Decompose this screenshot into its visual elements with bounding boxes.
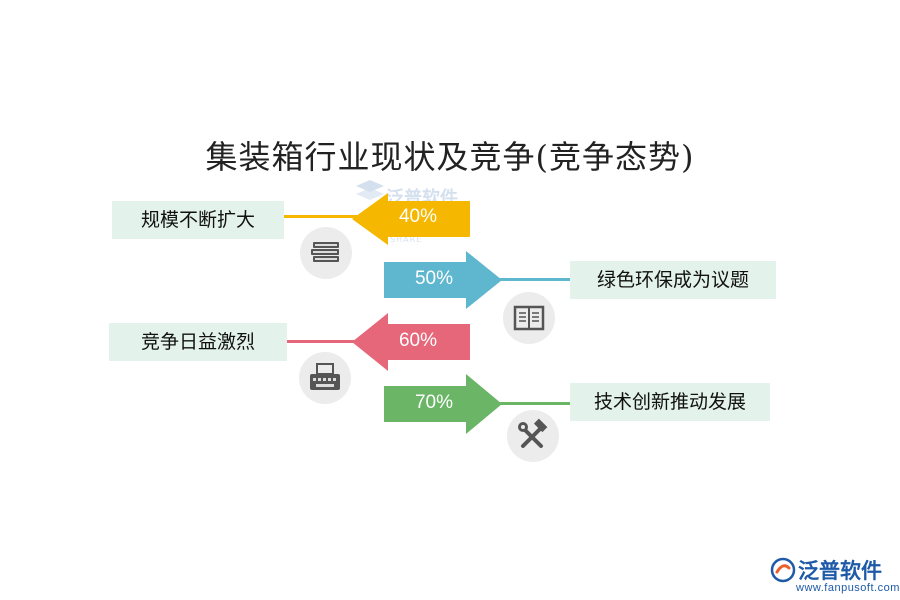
arrow-60 (352, 313, 472, 371)
brand-logo-icon (770, 557, 796, 583)
open-book-icon (503, 292, 555, 344)
connector-line-3 (287, 340, 363, 343)
connector-line-2 (498, 278, 570, 281)
brand-logo: 泛普软件 www.fanpusoft.com (770, 555, 899, 597)
label-green-environment: 绿色环保成为议题 (570, 261, 776, 299)
books-icon (300, 227, 352, 279)
label-scale-expanding: 规模不断扩大 (112, 201, 284, 239)
percent-60: 60% (398, 330, 438, 351)
typewriter-icon (299, 352, 351, 404)
arrow-40 (352, 193, 472, 245)
arrow-50 (384, 251, 504, 309)
arrow-shape-70 (384, 374, 502, 434)
connector-line-1 (284, 215, 364, 218)
arrow-shape-40 (352, 193, 470, 245)
percent-40: 40% (398, 206, 438, 227)
brand-url: www.fanpusoft.com (796, 582, 900, 594)
watermark-logo-icon (356, 180, 384, 200)
hammer-wrench-icon (507, 410, 559, 462)
connector-line-4 (498, 402, 570, 405)
arrow-70 (384, 374, 504, 434)
percent-70: 70% (414, 392, 454, 413)
label-intensifying-competition: 竞争日益激烈 (109, 323, 287, 361)
diagram-title: 集装箱行业现状及竞争(竞争态势) (205, 138, 695, 176)
brand-name: 泛普软件 (798, 559, 882, 583)
arrow-shape-50 (384, 251, 502, 309)
percent-50: 50% (414, 268, 454, 289)
arrow-shape-60 (352, 313, 470, 371)
label-tech-innovation: 技术创新推动发展 (570, 383, 770, 421)
